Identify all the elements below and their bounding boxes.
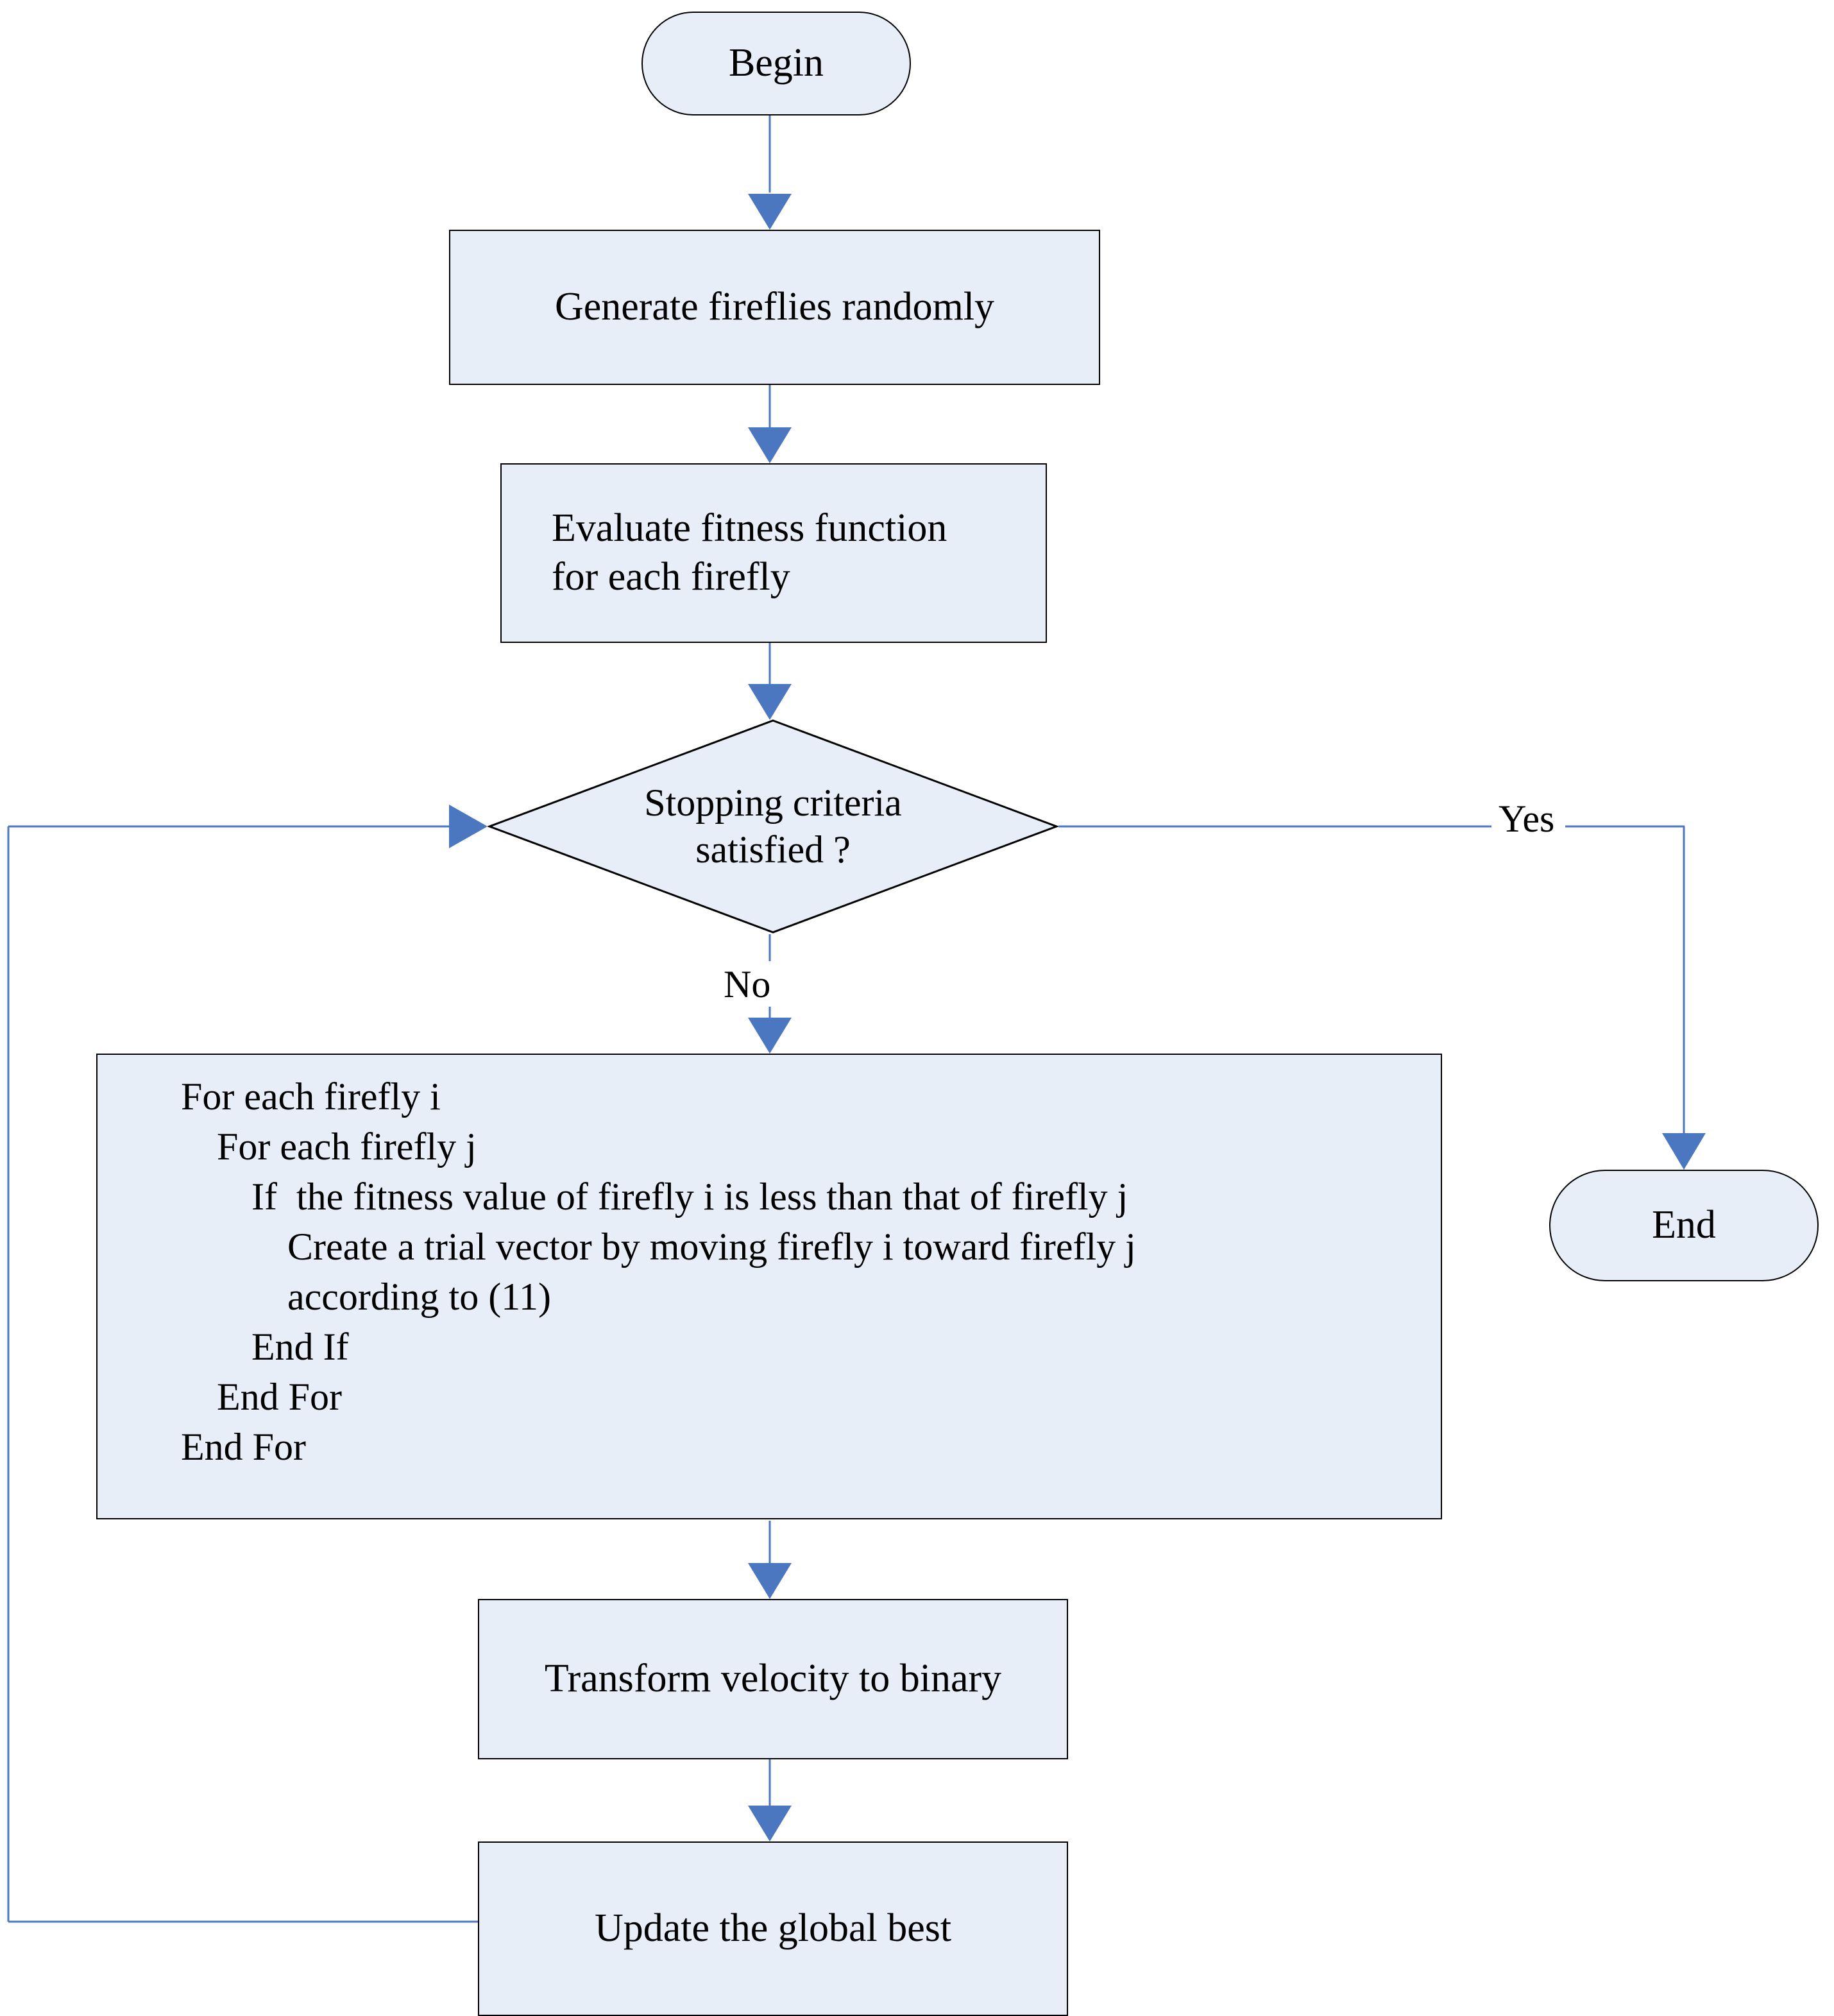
pseudocode-line-3: If the fitness value of firefly i is les… [251,1175,1128,1218]
node-generate-fireflies[interactable]: Generate fireflies randomly [449,230,1100,385]
edge-label-yes: Yes [1495,797,1559,841]
node-evaluate-fitness-label: Evaluate fitness function for each firef… [552,506,947,599]
node-transform-velocity-label: Transform velocity to binary [544,1657,1002,1701]
edge-begin-to-generate [748,115,792,230]
pseudocode-line-7: End For [217,1376,342,1418]
node-begin[interactable]: Begin [641,12,911,115]
node-stopping-criteria-label: Stopping criteria satisfied ? [644,781,902,871]
node-stopping-criteria-decision[interactable]: Stopping criteria satisfied ? [488,719,1058,934]
edge-generate-to-evaluate [748,385,792,463]
pseudocode-line-1: For each firefly i [181,1075,441,1118]
edge-pseudocode-to-transform [748,1521,792,1599]
pseudocode-lines: For each firefly i For each firefly j If… [98,1072,1441,1472]
pseudocode-line-5: according to (11) [287,1276,551,1318]
pseudocode-line-6: End If [251,1326,349,1368]
pseudocode-line-8: End For [181,1426,306,1468]
node-firefly-loop-pseudocode[interactable]: For each firefly i For each firefly j If… [96,1054,1442,1519]
node-generate-fireflies-label: Generate fireflies randomly [554,285,995,329]
node-update-global-best-label: Update the global best [594,1906,952,1951]
node-end-label: End [1652,1203,1716,1247]
edge-transform-to-update [748,1759,792,1841]
node-end[interactable]: End [1549,1170,1819,1281]
node-update-global-best[interactable]: Update the global best [478,1841,1068,2016]
node-evaluate-fitness[interactable]: Evaluate fitness function for each firef… [500,463,1047,643]
edge-evaluate-to-decision [748,643,792,720]
pseudocode-line-4: Create a trial vector by moving firefly … [287,1226,1136,1268]
node-transform-velocity[interactable]: Transform velocity to binary [478,1599,1068,1759]
decision-diamond-shape [488,719,1058,934]
pseudocode-line-2: For each firefly j [217,1125,477,1168]
edge-label-no: No [720,962,775,1007]
node-begin-label: Begin [728,41,824,85]
